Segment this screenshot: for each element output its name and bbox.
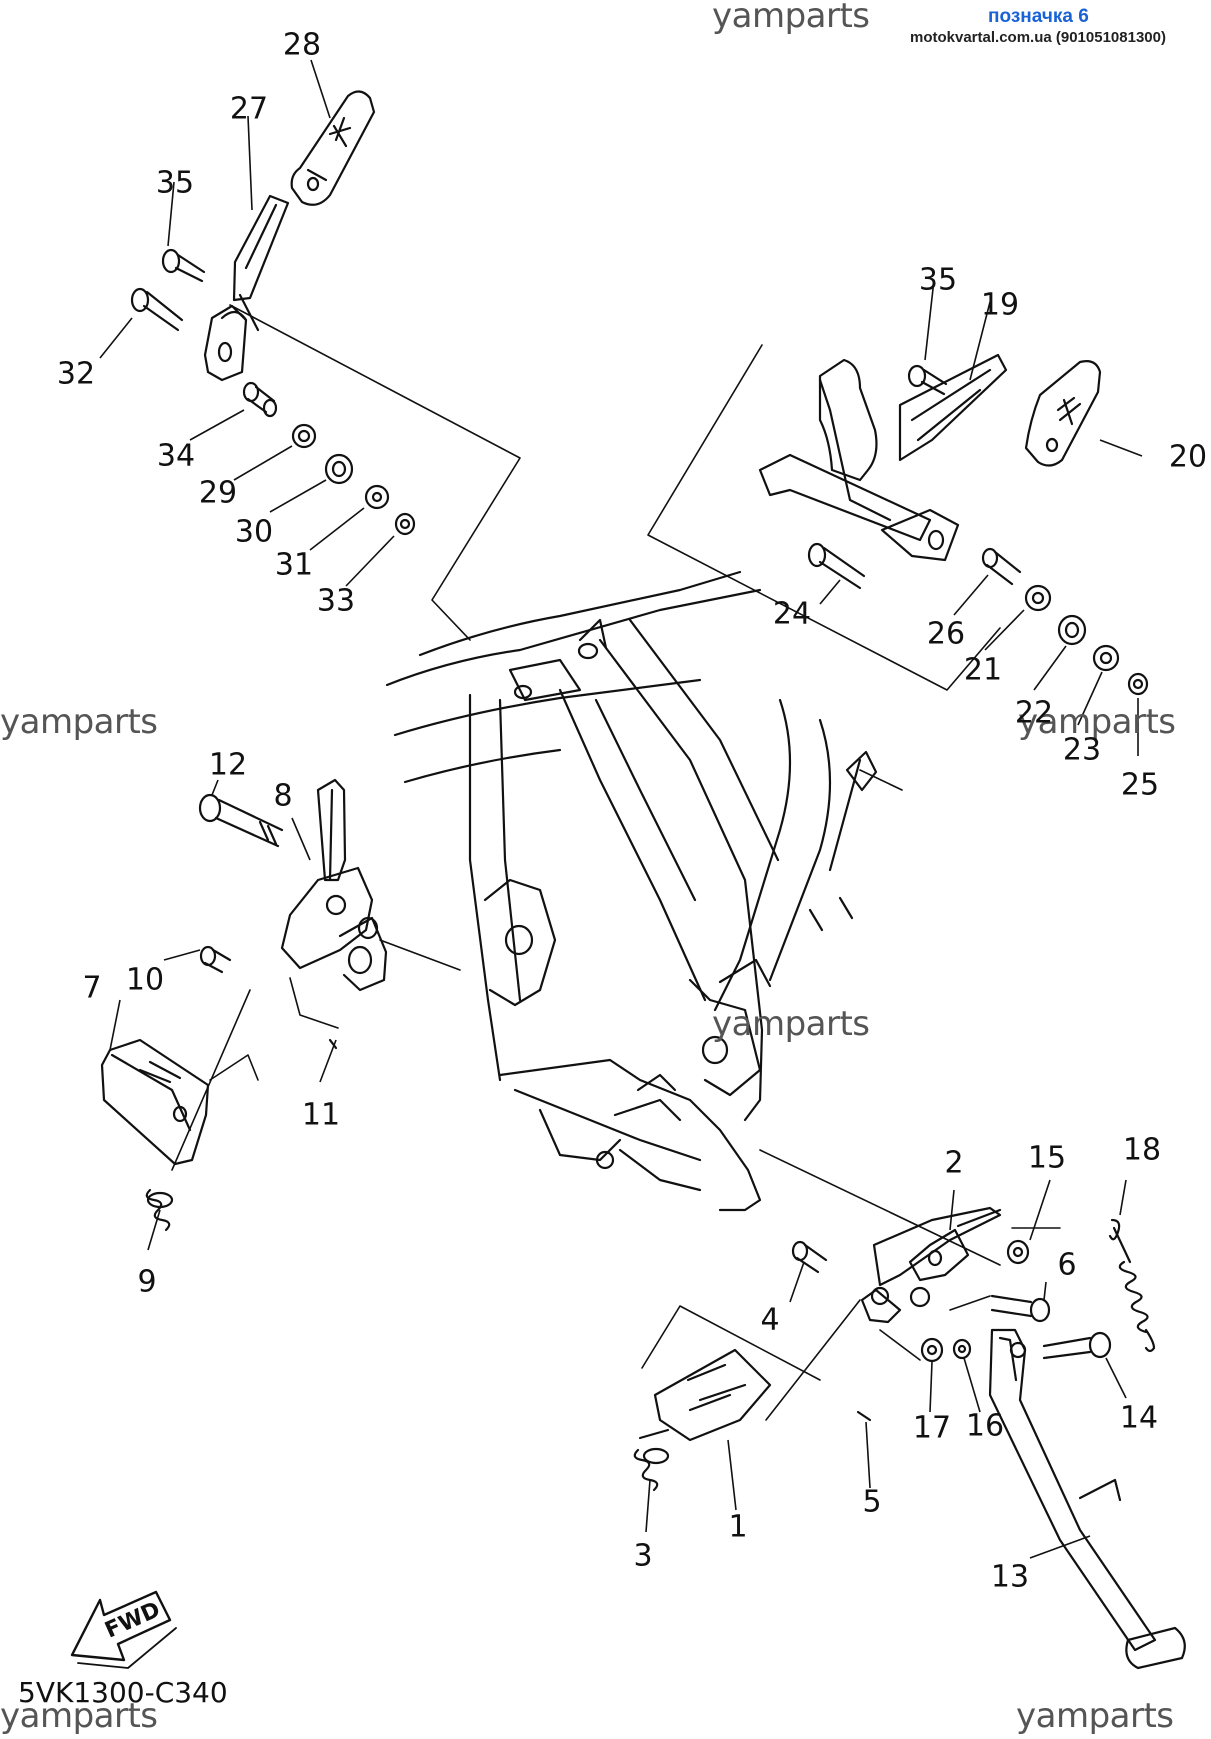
callout-3: 3 bbox=[633, 1538, 653, 1574]
sidestand-bracket bbox=[860, 1206, 1002, 1324]
watermark: yamparts bbox=[1018, 702, 1176, 742]
callout-6: 6 bbox=[1057, 1247, 1077, 1283]
front-footpeg bbox=[100, 1038, 210, 1166]
pin-34 bbox=[242, 381, 278, 418]
spring-22 bbox=[1057, 614, 1087, 646]
callout-5: 5 bbox=[862, 1484, 882, 1520]
callout-23: 23 bbox=[1062, 732, 1102, 768]
callout-15: 15 bbox=[1027, 1140, 1067, 1176]
washer-29 bbox=[291, 423, 317, 449]
callout-35-left: 35 bbox=[155, 165, 195, 201]
watermark: yamparts bbox=[0, 1696, 158, 1736]
spring-9 bbox=[145, 1188, 174, 1232]
bolt-6 bbox=[990, 1294, 1051, 1323]
callout-1: 1 bbox=[728, 1509, 748, 1545]
fwd-arrow-icon bbox=[70, 1590, 177, 1669]
callout-20: 20 bbox=[1168, 439, 1208, 475]
callout-22: 22 bbox=[1014, 695, 1054, 731]
nut-33 bbox=[394, 512, 416, 536]
callout-28: 28 bbox=[282, 27, 322, 63]
bolt-12 bbox=[198, 793, 284, 848]
watermark: yamparts bbox=[712, 0, 870, 36]
callout-24: 24 bbox=[772, 596, 812, 632]
callout-14: 14 bbox=[1119, 1400, 1159, 1436]
rear-footrest-assembly-right bbox=[647, 344, 1008, 691]
callout-35-right: 35 bbox=[918, 262, 958, 298]
pin-10 bbox=[199, 945, 232, 974]
callout-25: 25 bbox=[1120, 767, 1160, 803]
motorcycle-frame bbox=[385, 570, 878, 1212]
bolt-35-left bbox=[161, 248, 206, 283]
diagram-code: 5VK1300-C340 bbox=[18, 1676, 228, 1709]
callout-12: 12 bbox=[208, 747, 248, 783]
callout-30: 30 bbox=[234, 514, 274, 550]
callout-11: 11 bbox=[301, 1097, 341, 1133]
watermark: yamparts bbox=[1016, 1696, 1174, 1736]
sidestand-leg bbox=[988, 1328, 1186, 1670]
washer-21 bbox=[1024, 584, 1052, 612]
pin-26 bbox=[981, 547, 1022, 586]
bolt-32 bbox=[130, 287, 184, 332]
rear-footpeg-right bbox=[1024, 360, 1102, 467]
callout-8: 8 bbox=[273, 778, 293, 814]
callout-21: 21 bbox=[963, 652, 1003, 688]
spring-18 bbox=[1108, 1218, 1156, 1353]
spring-3 bbox=[633, 1447, 670, 1492]
callout-31: 31 bbox=[274, 547, 314, 583]
rear-footpeg-left bbox=[290, 90, 376, 206]
callout-13: 13 bbox=[990, 1559, 1030, 1595]
washer-23 bbox=[1092, 644, 1120, 672]
nut-15 bbox=[1006, 1239, 1030, 1265]
callout-32: 32 bbox=[56, 356, 96, 392]
callout-17: 17 bbox=[912, 1410, 952, 1446]
bolt-14 bbox=[1042, 1331, 1112, 1360]
callout-7: 7 bbox=[82, 970, 102, 1006]
washer-16 bbox=[952, 1338, 972, 1360]
bolt-35-right bbox=[907, 364, 948, 396]
spring-30 bbox=[324, 453, 354, 485]
watermark: yamparts bbox=[712, 1004, 870, 1044]
callout-27: 27 bbox=[229, 91, 269, 127]
callout-26: 26 bbox=[926, 616, 966, 652]
watermark: yamparts bbox=[0, 702, 158, 742]
front-footrest-bracket bbox=[280, 778, 388, 992]
callout-19: 19 bbox=[980, 287, 1020, 323]
callout-10: 10 bbox=[125, 962, 165, 998]
header-site: motokvartal.com.ua (901051081300) bbox=[910, 29, 1166, 46]
callout-29: 29 bbox=[198, 475, 238, 511]
callout-33: 33 bbox=[316, 583, 356, 619]
callout-4: 4 bbox=[760, 1302, 780, 1338]
rear-footrest-bracket-left bbox=[203, 194, 290, 382]
callout-16: 16 bbox=[965, 1408, 1005, 1444]
callout-2: 2 bbox=[944, 1145, 964, 1181]
callout-18: 18 bbox=[1122, 1132, 1162, 1168]
nut-17 bbox=[920, 1337, 944, 1363]
callout-34: 34 bbox=[156, 438, 196, 474]
footrest-plate-1 bbox=[638, 1348, 772, 1442]
header-label: позначка 6 bbox=[988, 6, 1089, 27]
nut-25 bbox=[1127, 672, 1149, 696]
pin-4 bbox=[791, 1240, 828, 1274]
washer-31 bbox=[364, 484, 390, 510]
bolt-24 bbox=[807, 542, 866, 590]
callout-9: 9 bbox=[137, 1264, 157, 1300]
